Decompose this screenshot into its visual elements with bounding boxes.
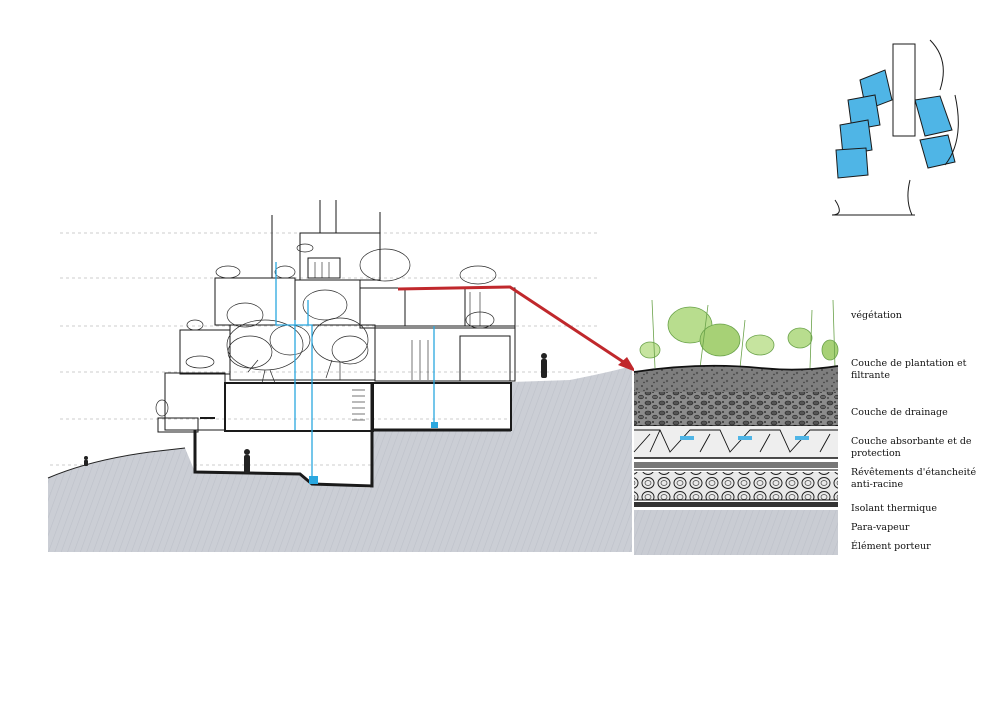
human-figures	[84, 353, 547, 473]
label-plantation-line1: Couche de plantation et	[851, 358, 967, 369]
label-para-vapeur: Para-vapeur	[851, 522, 910, 533]
label-isolant: Isolant thermique	[851, 503, 937, 514]
roof-detail	[633, 293, 839, 555]
water-tank	[309, 476, 318, 484]
label-etancheite-line2: anti-racine	[851, 479, 904, 490]
label-element-porteur: Élément porteur	[851, 541, 931, 552]
ground-hatch	[48, 366, 632, 552]
plan-thumbnail	[831, 39, 959, 216]
detail-arrow	[397, 285, 636, 372]
label-absorbante-line1: Couche absorbante et de	[851, 436, 972, 447]
label-etancheite-line1: Révêtements d'étancheité	[851, 467, 977, 478]
label-vegetation: végétation	[851, 310, 902, 321]
label-absorbante-line2: protection	[851, 448, 901, 459]
water-tank-small	[431, 422, 438, 428]
water-pipes	[275, 262, 435, 480]
label-drainage: Couche de drainage	[851, 407, 948, 418]
building-section	[157, 200, 516, 488]
ground-line	[47, 447, 186, 479]
label-plantation-line2: filtrante	[851, 370, 890, 381]
